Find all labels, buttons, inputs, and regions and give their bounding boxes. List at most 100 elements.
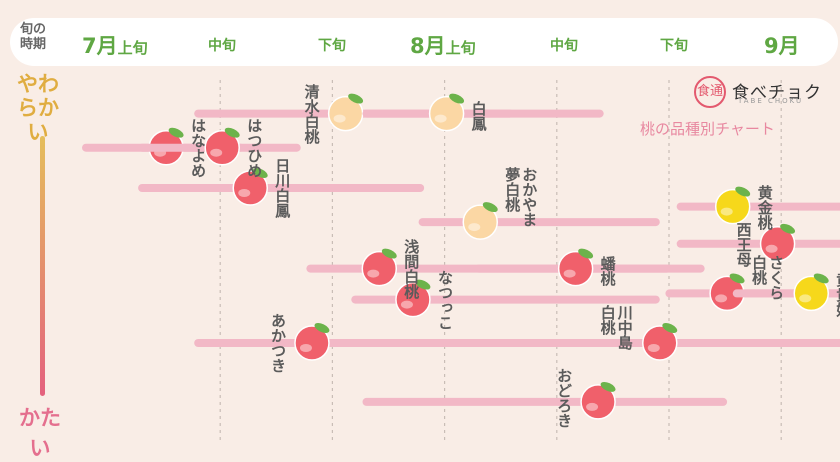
season-bar bbox=[362, 109, 604, 118]
hardness-gradient-bar bbox=[40, 136, 45, 396]
peach-fruit bbox=[462, 204, 499, 240]
peach-icon bbox=[642, 323, 678, 361]
peach-highlight bbox=[765, 244, 778, 253]
peach-icon bbox=[557, 248, 594, 287]
peach-fruit bbox=[642, 325, 678, 361]
peach-icon bbox=[395, 279, 431, 318]
peach-icon bbox=[294, 323, 330, 361]
peach-leaf bbox=[735, 186, 751, 197]
peach-leaf bbox=[224, 127, 240, 138]
peach-leaf bbox=[348, 93, 364, 104]
peach-leaf bbox=[600, 381, 616, 392]
august-late: 下旬 bbox=[660, 38, 688, 54]
peach-highlight bbox=[367, 269, 380, 278]
season-bar bbox=[418, 218, 660, 227]
peach-highlight bbox=[400, 300, 413, 309]
peach-fruit bbox=[232, 170, 268, 206]
variety-label: おどろき bbox=[555, 368, 574, 428]
peach-leaf bbox=[252, 168, 268, 178]
peach-fruit bbox=[428, 95, 465, 132]
peach-icon bbox=[232, 168, 268, 206]
peach-highlight bbox=[434, 114, 447, 123]
peach-icon bbox=[462, 202, 499, 240]
peach-leaf bbox=[449, 93, 465, 104]
peach-leaf bbox=[729, 273, 745, 284]
peach-highlight bbox=[333, 114, 346, 123]
peach-leaf bbox=[314, 323, 330, 333]
peach-highlight bbox=[720, 207, 733, 216]
variety-label: なつっこ bbox=[435, 269, 454, 330]
peach-highlight bbox=[715, 294, 728, 303]
peach-fruit bbox=[759, 226, 796, 262]
variety-label: 清水白桃 bbox=[302, 83, 321, 144]
peach-highlight bbox=[210, 148, 223, 157]
brand-mark-icon: 食通 bbox=[694, 76, 726, 108]
peach-fruit bbox=[294, 325, 330, 361]
season-bar bbox=[362, 397, 728, 406]
peach-highlight bbox=[468, 223, 481, 232]
month-august-suffix: 上旬 bbox=[445, 39, 476, 57]
peach-leaf bbox=[578, 248, 594, 259]
month-july-num: 7月 bbox=[82, 34, 118, 58]
variety-label: はなよめ bbox=[189, 117, 208, 178]
peach-fruit bbox=[361, 250, 398, 287]
peach-leaf bbox=[813, 273, 829, 284]
season-bar bbox=[138, 184, 425, 192]
peach-highlight bbox=[586, 402, 599, 411]
peach-fruit bbox=[557, 250, 594, 287]
season-bar bbox=[676, 239, 840, 248]
variety-label: 黄金桃 bbox=[755, 185, 774, 231]
peach-leaf bbox=[381, 248, 397, 259]
peach-fruit bbox=[395, 281, 431, 318]
peach-icon bbox=[793, 273, 829, 312]
peach-fruit bbox=[580, 384, 616, 420]
brand-subtitle: TABE CHOKU bbox=[738, 97, 804, 105]
month-august-num: 8月 bbox=[410, 34, 446, 58]
july-mid: 中旬 bbox=[208, 38, 236, 54]
variety-label: さくら白桃 bbox=[750, 254, 786, 300]
variety-label: おかやま夢白桃 bbox=[503, 166, 539, 227]
month-august: 8月上旬 bbox=[410, 30, 476, 60]
variety-label: 白鳳 bbox=[469, 100, 488, 131]
peach-icon bbox=[709, 273, 745, 312]
peach-icon bbox=[428, 93, 465, 132]
peach-fruit bbox=[204, 129, 240, 166]
peach-fruit bbox=[714, 188, 751, 225]
season-bar bbox=[553, 339, 840, 347]
peach-leaf bbox=[482, 202, 498, 213]
chart-title: 桃の品種別チャート bbox=[640, 120, 775, 138]
variety-timeline-svg bbox=[82, 80, 840, 440]
peach-fruit bbox=[793, 275, 829, 312]
peach-icon bbox=[204, 127, 240, 166]
peach-highlight bbox=[799, 294, 812, 303]
peach-highlight bbox=[299, 344, 312, 352]
variety-label: 黄貴妃 bbox=[834, 271, 840, 317]
peach-highlight bbox=[563, 269, 576, 278]
variety-label: 川中島白桃 bbox=[598, 304, 634, 350]
peach-highlight bbox=[647, 344, 660, 352]
season-title: 旬の時期 bbox=[19, 22, 46, 52]
variety-label: はつひめ bbox=[245, 117, 264, 178]
variety-label: あかつき bbox=[268, 313, 287, 373]
variety-label: 西王母 bbox=[734, 222, 753, 268]
peach-leaf bbox=[662, 323, 678, 333]
variety-label: 蟠桃 bbox=[598, 255, 617, 286]
variety-label: 日川白鳳 bbox=[273, 158, 292, 218]
month-september: 9月 bbox=[764, 30, 800, 60]
brand-name: 食べチョク bbox=[732, 83, 822, 103]
peach-icon bbox=[327, 93, 364, 132]
peach-leaf bbox=[780, 223, 796, 234]
peach-leaf bbox=[415, 279, 431, 290]
variety-label: 浅間白桃 bbox=[402, 238, 421, 299]
peach-icon bbox=[759, 223, 796, 262]
month-september-num: 9月 bbox=[764, 34, 800, 58]
peach-leaf bbox=[168, 127, 184, 138]
month-july-suffix: 上旬 bbox=[117, 39, 148, 57]
august-mid: 中旬 bbox=[550, 38, 578, 54]
season-timeline-header bbox=[10, 18, 838, 66]
brand-logo: 食通 食べチョク TABE CHOKU bbox=[694, 76, 826, 108]
peach-icon bbox=[361, 248, 398, 287]
peach-highlight bbox=[238, 189, 251, 197]
peach-variety-chart: 旬の時期 7月上旬 中旬 下旬 8月上旬 中旬 下旬 9月 やわらかい かたい … bbox=[10, 18, 840, 460]
july-late: 下旬 bbox=[318, 38, 346, 54]
